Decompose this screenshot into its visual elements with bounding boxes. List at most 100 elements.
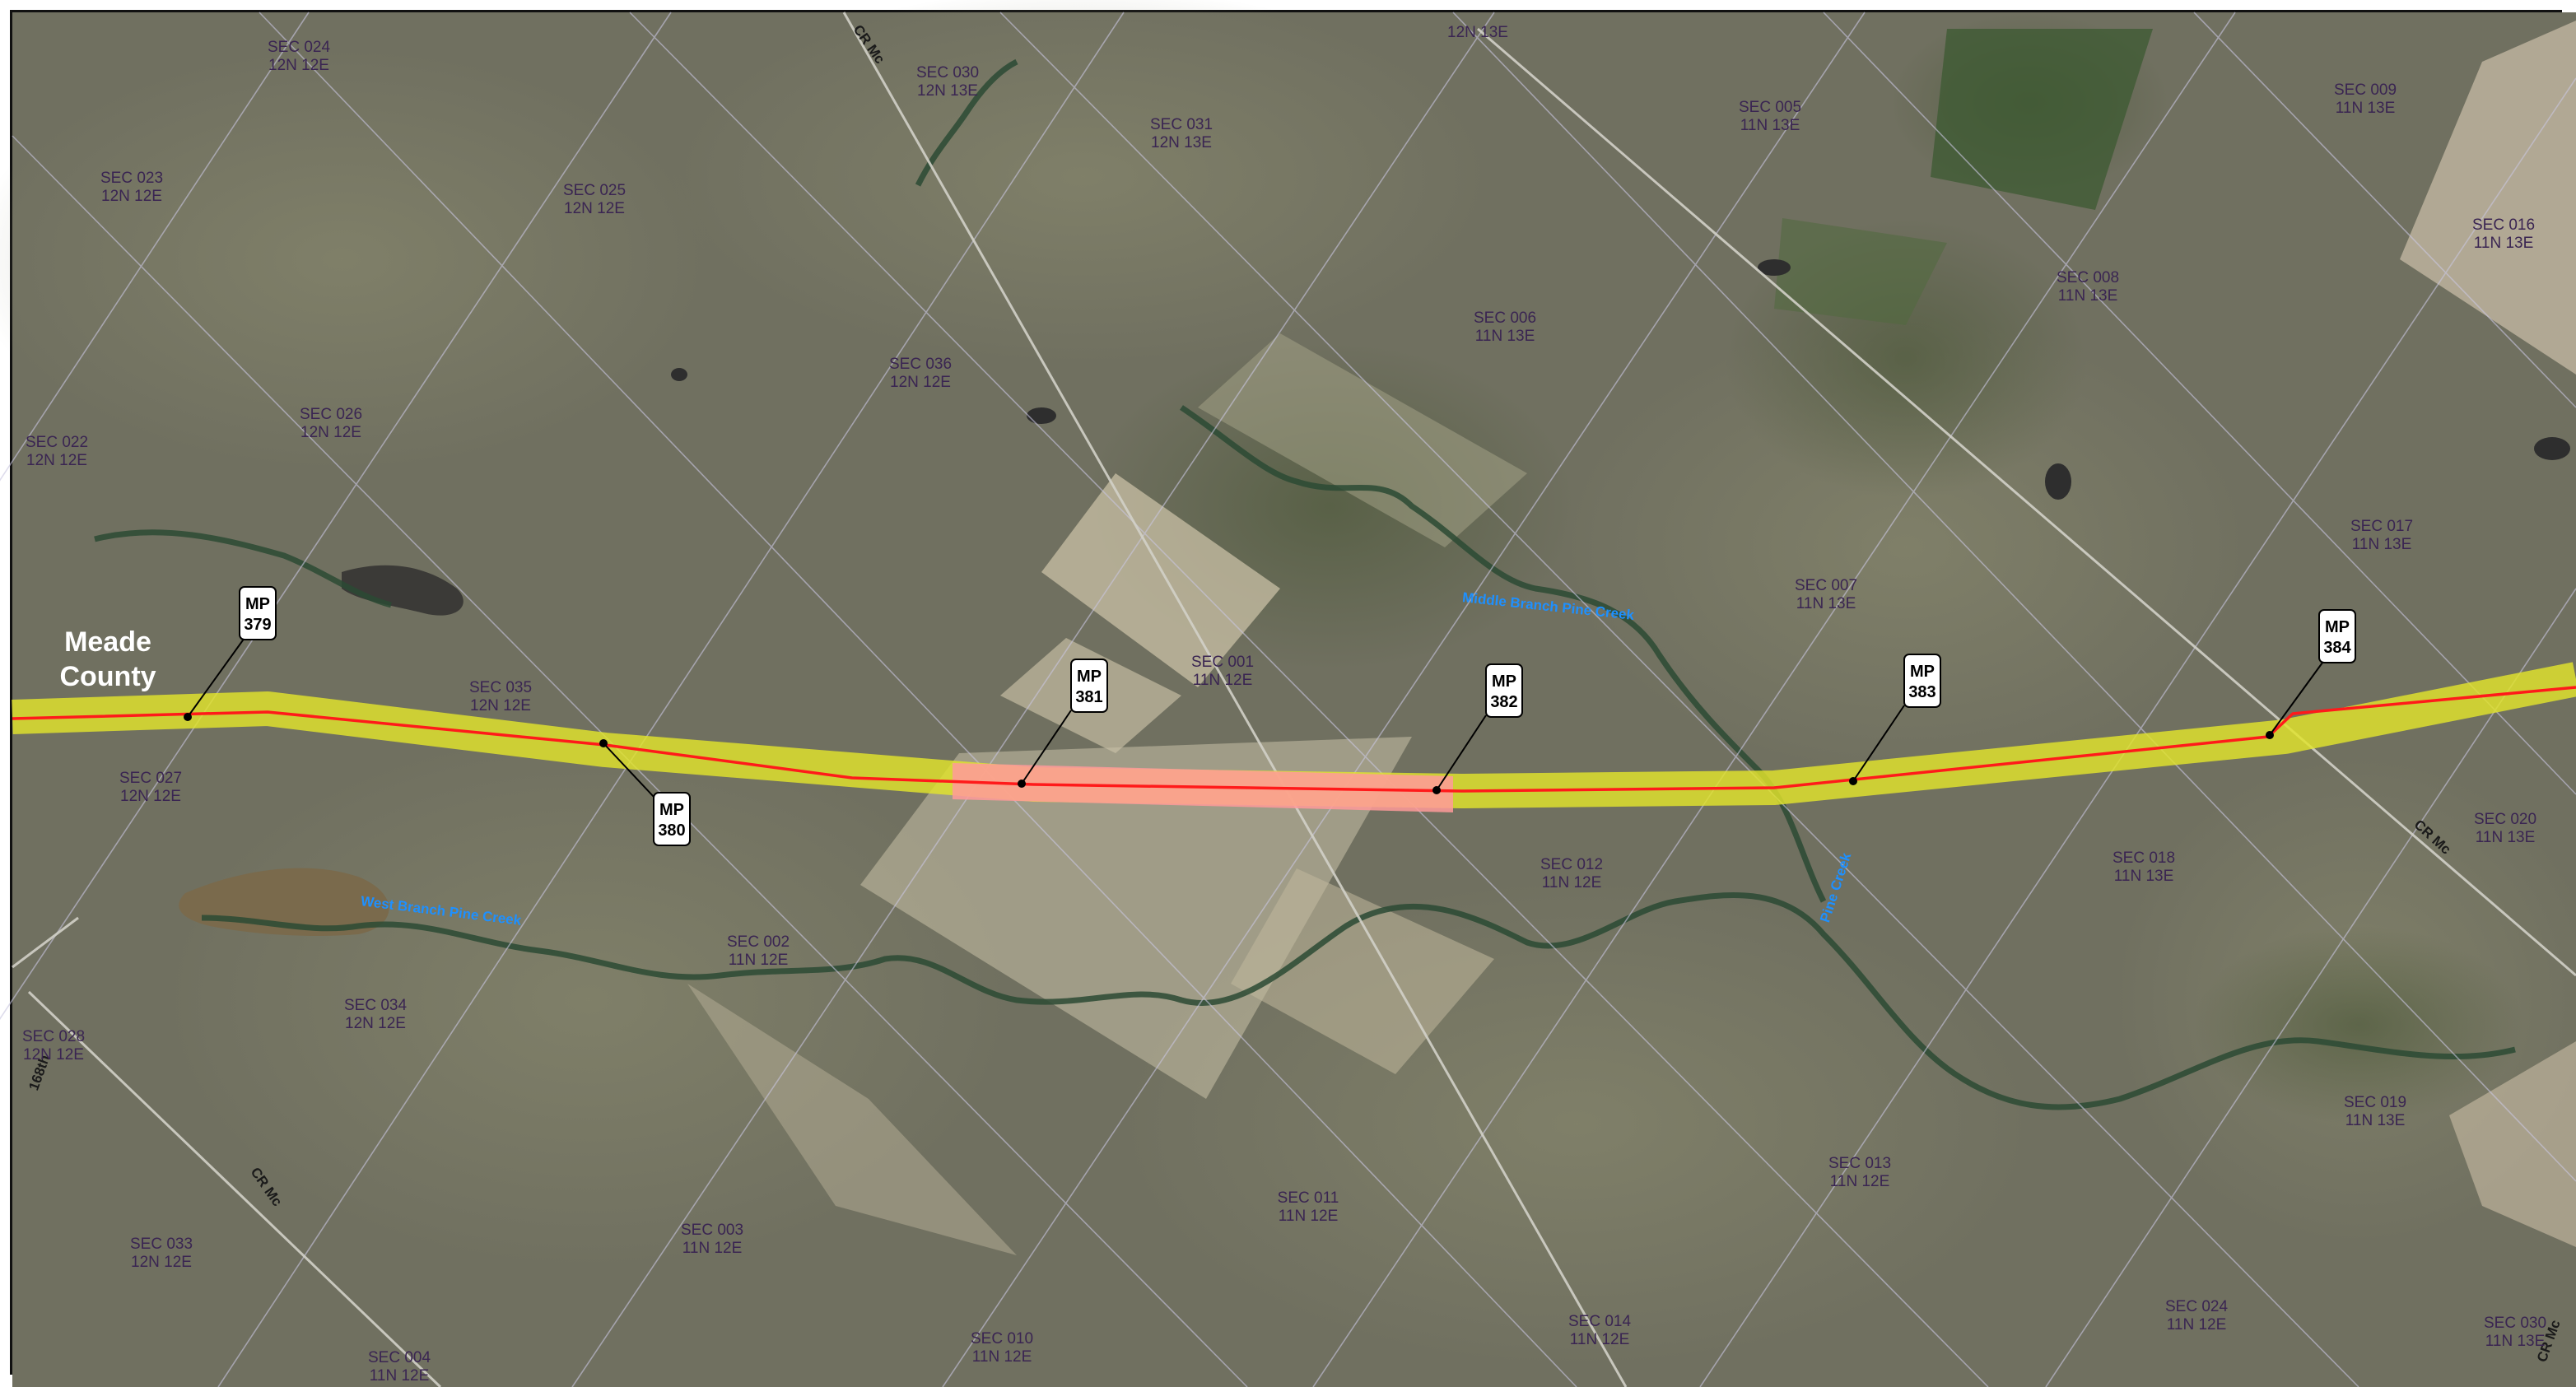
- milepost-384-prefix: MP: [2325, 618, 2350, 636]
- svg-text:SEC 020: SEC 020: [2474, 811, 2536, 828]
- svg-text:SEC 027: SEC 027: [119, 770, 182, 787]
- county-label: Meade County: [59, 626, 156, 692]
- svg-text:SEC 019: SEC 019: [2344, 1094, 2406, 1111]
- svg-text:SEC 008: SEC 008: [2057, 269, 2119, 286]
- svg-text:11N 12E: 11N 12E: [370, 1367, 430, 1385]
- roads: [12, 12, 2576, 1387]
- milepost-382[interactable]: MP 382: [1432, 663, 1523, 794]
- svg-text:12N 13E: 12N 13E: [1447, 24, 1508, 41]
- milepost-384[interactable]: MP 384: [2266, 609, 2356, 739]
- milepost-markers[interactable]: MP 379 MP 380 MP 381 MP 382: [184, 586, 2356, 846]
- svg-text:SEC 031: SEC 031: [1150, 116, 1213, 133]
- milepost-379-number: 379: [244, 616, 271, 634]
- svg-text:12N 12E: 12N 12E: [26, 452, 87, 469]
- milepost-382-prefix: MP: [1492, 673, 1516, 691]
- svg-text:11N 12E: 11N 12E: [1279, 1208, 1339, 1225]
- svg-text:11N 12E: 11N 12E: [1570, 1331, 1630, 1348]
- milepost-379[interactable]: MP 379: [184, 586, 277, 721]
- milepost-383[interactable]: MP 383: [1849, 654, 1941, 785]
- section-label: 12N 13E: [1447, 24, 1508, 41]
- svg-text:SEC 017: SEC 017: [2350, 518, 2413, 535]
- milepost-381[interactable]: MP 381: [1018, 659, 1108, 788]
- svg-text:SEC 034: SEC 034: [344, 997, 407, 1014]
- svg-text:11N 13E: 11N 13E: [1475, 328, 1535, 345]
- svg-text:12N 12E: 12N 12E: [890, 374, 951, 391]
- milepost-383-number: 383: [1908, 683, 1935, 701]
- section-grid: [0, 12, 2576, 1387]
- milepost-379-prefix: MP: [245, 595, 270, 613]
- svg-text:SEC 002: SEC 002: [727, 933, 790, 951]
- svg-text:11N 12E: 11N 12E: [972, 1348, 1032, 1366]
- pipeline-corridor: [12, 662, 2576, 812]
- svg-text:12N 12E: 12N 12E: [268, 57, 329, 74]
- svg-text:11N 12E: 11N 12E: [729, 952, 789, 969]
- svg-text:SEC 024: SEC 024: [268, 39, 330, 56]
- svg-text:12N 12E: 12N 12E: [564, 200, 625, 217]
- milepost-384-number: 384: [2323, 639, 2351, 657]
- svg-text:SEC 036: SEC 036: [889, 356, 952, 373]
- svg-text:SEC 016: SEC 016: [2472, 216, 2535, 234]
- svg-text:SEC 004: SEC 004: [368, 1349, 431, 1366]
- milepost-383-prefix: MP: [1910, 663, 1935, 681]
- county-label-line1: Meade: [64, 626, 151, 658]
- svg-text:11N 13E: 11N 13E: [2336, 100, 2396, 117]
- svg-text:12N 12E: 12N 12E: [120, 788, 181, 805]
- pipeline-route[interactable]: [12, 686, 2576, 793]
- svg-text:SEC 018: SEC 018: [2113, 849, 2175, 867]
- svg-text:SEC 003: SEC 003: [681, 1222, 743, 1239]
- svg-text:11N 13E: 11N 13E: [2476, 829, 2536, 846]
- svg-text:SEC 023: SEC 023: [100, 170, 163, 187]
- svg-text:SEC 030: SEC 030: [2484, 1315, 2546, 1332]
- svg-text:SEC 033: SEC 033: [130, 1236, 193, 1253]
- svg-text:SEC 030: SEC 030: [916, 64, 979, 81]
- svg-text:SEC 026: SEC 026: [300, 406, 362, 423]
- svg-text:SEC 006: SEC 006: [1474, 310, 1536, 327]
- svg-text:11N 13E: 11N 13E: [2114, 868, 2174, 885]
- svg-text:SEC 013: SEC 013: [1828, 1155, 1891, 1172]
- svg-text:11N 13E: 11N 13E: [2485, 1333, 2546, 1350]
- svg-text:11N 12E: 11N 12E: [1542, 874, 1602, 891]
- milepost-380[interactable]: MP 380: [599, 739, 691, 846]
- svg-text:SEC 024: SEC 024: [2165, 1298, 2228, 1315]
- milepost-381-prefix: MP: [1077, 668, 1102, 686]
- svg-text:SEC 001: SEC 001: [1191, 654, 1254, 671]
- svg-text:11N 13E: 11N 13E: [1796, 595, 1856, 612]
- svg-text:12N 12E: 12N 12E: [101, 188, 162, 205]
- svg-text:11N 13E: 11N 13E: [2474, 235, 2534, 252]
- svg-text:11N 13E: 11N 13E: [2352, 536, 2412, 553]
- svg-text:12N 12E: 12N 12E: [131, 1254, 192, 1271]
- svg-text:SEC 028: SEC 028: [22, 1028, 85, 1045]
- svg-text:11N 13E: 11N 13E: [2058, 287, 2118, 305]
- svg-text:SEC 022: SEC 022: [26, 434, 88, 451]
- svg-text:11N 12E: 11N 12E: [682, 1240, 743, 1257]
- milepost-381-number: 381: [1075, 688, 1102, 706]
- svg-text:11N 12E: 11N 12E: [2167, 1316, 2227, 1333]
